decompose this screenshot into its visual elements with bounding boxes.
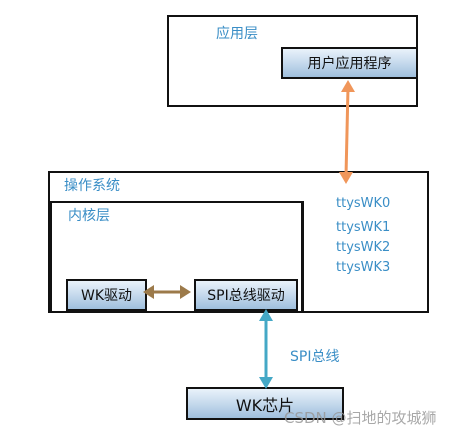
- spi-bus-driver-box[interactable]: SPI总线驱动: [194, 279, 298, 311]
- user-application-box[interactable]: 用户应用程序: [281, 47, 418, 79]
- csdn-watermark: CSDN @扫地的攻城狮: [284, 409, 437, 427]
- wk-chip-box[interactable]: WK芯片: [186, 387, 344, 420]
- spi-bus-arrow: [259, 309, 273, 389]
- tty-device: ttysWK1: [336, 220, 391, 235]
- app-to-tty-arrow: [339, 80, 355, 184]
- application-layer-label: 应用层: [216, 26, 258, 42]
- application-layer-box: 应用层 用户应用程序: [167, 15, 418, 107]
- wk-driver-box[interactable]: WK驱动: [66, 279, 147, 311]
- kernel-layer-label: 内核层: [68, 208, 110, 224]
- tty-device: ttysWK3: [336, 260, 391, 275]
- tty-device: ttysWK0: [336, 196, 391, 211]
- kernel-layer-box: 内核层 WK驱动 SPI总线驱动: [50, 201, 304, 313]
- driver-to-driver-arrow: [143, 285, 191, 299]
- operating-system-box: 操作系统 内核层 WK驱动 SPI总线驱动 ttysWK0 ttysWK1 tt…: [48, 171, 429, 313]
- tty-device: ttysWK2: [336, 240, 391, 255]
- operating-system-label: 操作系统: [64, 178, 120, 194]
- spi-bus-label: SPI总线: [290, 349, 340, 365]
